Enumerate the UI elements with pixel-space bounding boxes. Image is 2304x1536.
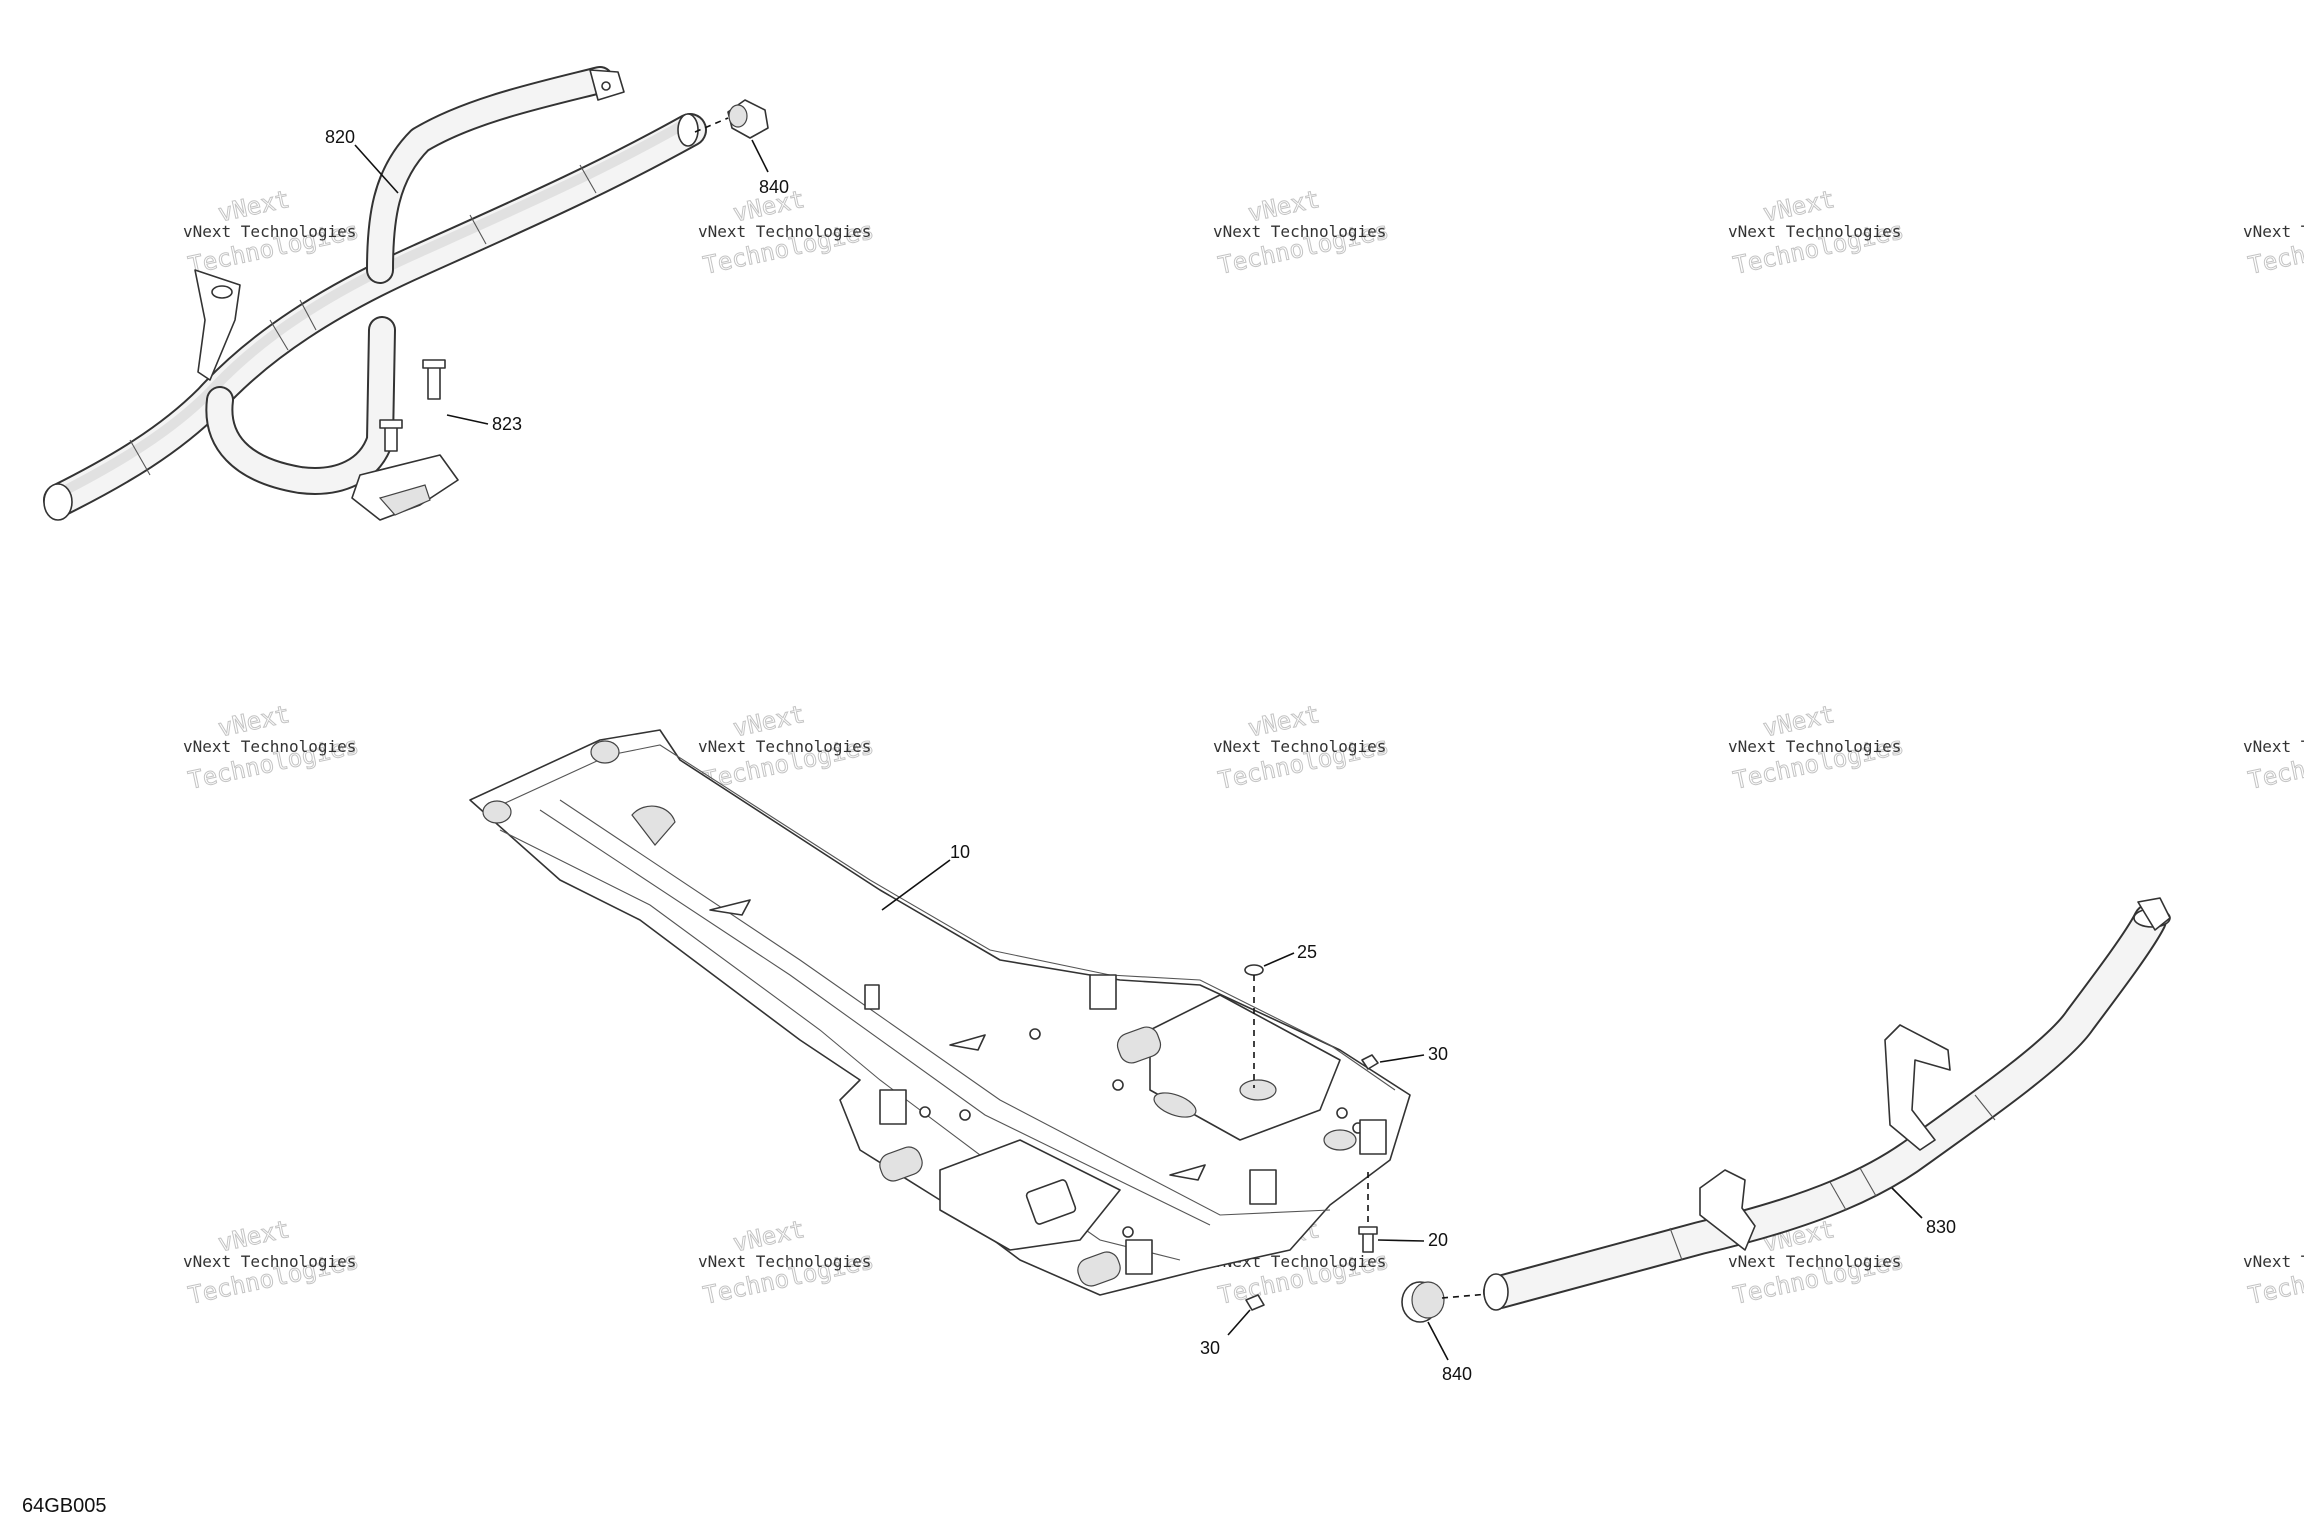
svg-text:vNext Technologies: vNext Technologies xyxy=(183,222,356,241)
svg-text:20: 20 xyxy=(1428,1230,1448,1250)
callouts: 820 840 823 10 25 30 20 30 xyxy=(325,127,1956,1384)
watermark: Technologies vNext Technologies vNext xyxy=(698,185,877,281)
svg-text:vNext Technologies: vNext Technologies xyxy=(698,222,871,241)
watermark: Technologies vNext Technologies vNext xyxy=(1213,700,1392,796)
watermark: Technologies vNext Technologies vNext xyxy=(183,185,362,281)
watermark: Technologies vNext Technologies xyxy=(2243,731,2304,795)
svg-text:830: 830 xyxy=(1926,1217,1956,1237)
svg-text:vNext Technologies: vNext Technologies xyxy=(2243,1252,2304,1271)
svg-text:25: 25 xyxy=(1297,942,1317,962)
plug-840-bottom xyxy=(1401,1281,1489,1323)
svg-text:vNext Technologies: vNext Technologies xyxy=(1213,222,1386,241)
drawing-reference: 64GB005 xyxy=(22,1495,107,1517)
svg-text:vNext Technologies: vNext Technologies xyxy=(183,1252,356,1271)
callout-25: 25 xyxy=(1263,942,1317,967)
svg-text:vNext Technologies: vNext Technologies xyxy=(1728,737,1901,756)
watermark: Technologies vNext Technologies vNext xyxy=(1728,185,1907,281)
callout-830: 830 xyxy=(1891,1187,1956,1237)
svg-text:30: 30 xyxy=(1200,1338,1220,1358)
callout-30-bottom: 30 xyxy=(1200,1309,1251,1358)
svg-text:30: 30 xyxy=(1428,1044,1448,1064)
svg-text:840: 840 xyxy=(1442,1364,1472,1384)
watermark: Technologies vNext Technologies xyxy=(2243,1246,2304,1310)
front-bumper-tube-820 xyxy=(43,66,707,521)
svg-text:820: 820 xyxy=(325,127,355,147)
callout-820: 820 xyxy=(325,127,399,194)
watermark: Technologies vNext Technologies vNext xyxy=(698,1215,877,1311)
svg-text:vNext Technologies: vNext Technologies xyxy=(2243,222,2304,241)
callout-30-right: 30 xyxy=(1379,1044,1448,1064)
callout-10: 10 xyxy=(881,842,970,911)
rear-bumper-tube-830 xyxy=(1483,897,2171,1311)
svg-text:vNext Technologies: vNext Technologies xyxy=(2243,737,2304,756)
svg-text:vNext Technologies: vNext Technologies xyxy=(698,737,871,756)
fasteners xyxy=(1244,964,1379,1311)
svg-text:10: 10 xyxy=(950,842,970,862)
watermark: Technologies vNext Technologies vNext xyxy=(183,1215,362,1311)
svg-text:vNext Technologies: vNext Technologies xyxy=(698,1252,871,1271)
watermark: Technologies vNext Technologies vNext xyxy=(698,700,877,796)
callout-840-top: 840 xyxy=(751,139,789,197)
svg-text:823: 823 xyxy=(492,414,522,434)
svg-text:vNext Technologies: vNext Technologies xyxy=(1728,222,1901,241)
watermark: Technologies vNext Technologies vNext xyxy=(183,700,362,796)
watermark: Technologies vNext Technologies xyxy=(2243,216,2304,280)
watermark: Technologies vNext Technologies vNext xyxy=(1213,185,1392,281)
svg-text:vNext Technologies: vNext Technologies xyxy=(1213,737,1386,756)
callout-840-bottom: 840 xyxy=(1427,1321,1472,1384)
callout-20: 20 xyxy=(1377,1230,1448,1250)
callout-823: 823 xyxy=(446,414,522,434)
watermark: Technologies vNext Technologies vNext xyxy=(1728,700,1907,796)
skid-plate-10 xyxy=(469,729,1411,1296)
plug-840-top xyxy=(694,99,769,139)
svg-text:vNext Technologies: vNext Technologies xyxy=(1728,1252,1901,1271)
svg-text:840: 840 xyxy=(759,177,789,197)
svg-text:vNext Technologies: vNext Technologies xyxy=(183,737,356,756)
